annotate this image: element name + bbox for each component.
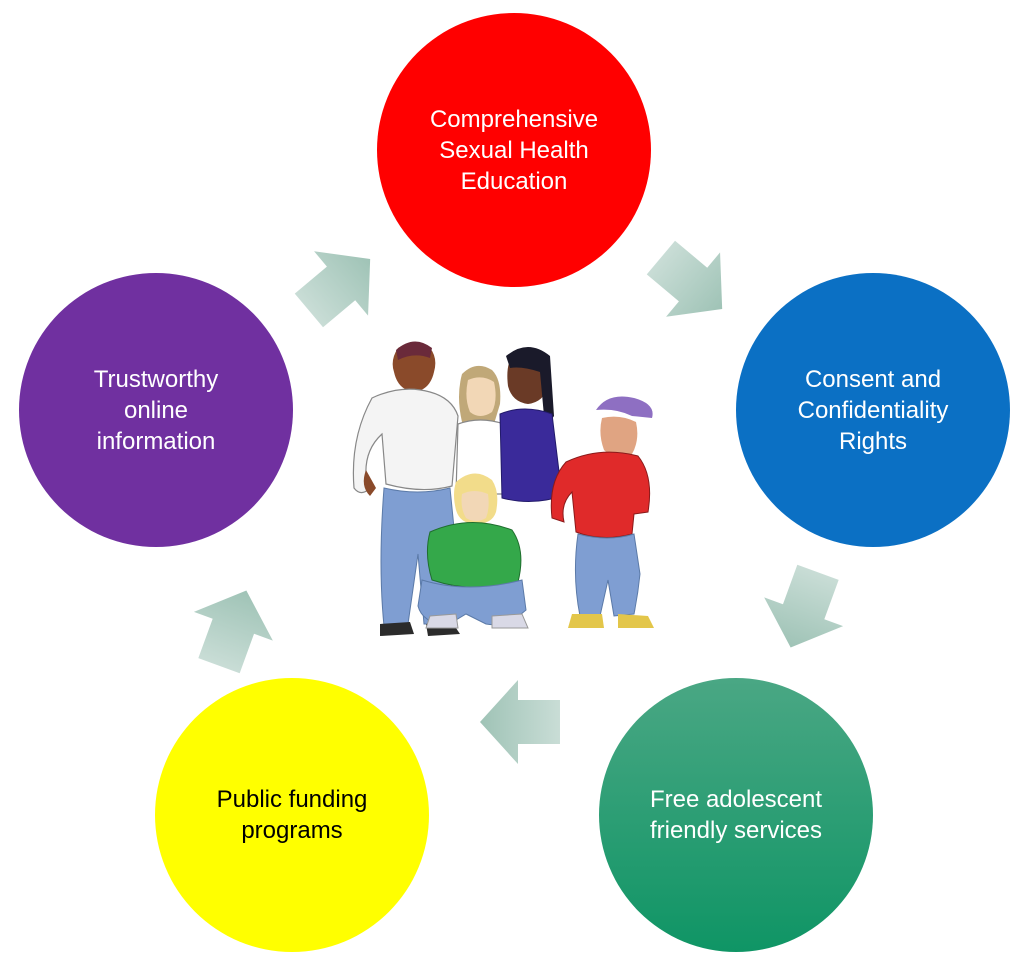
cycle-arrow-funding-to-online [193,590,273,674]
cycle-nodes [19,13,1010,952]
cycle-arrows [193,240,844,764]
node-circle-consent [736,273,1010,547]
teen-figure-right-cap [550,396,654,628]
node-circle-funding [155,678,429,952]
cycle-arrow-online-to-education [294,251,371,328]
cycle-arrow-consent-to-services [764,564,844,648]
node-circle-education [377,13,651,287]
teen-figure-left [352,341,460,636]
teen-figure-right-standing [499,347,563,502]
cycle-arrow-education-to-consent [646,240,723,317]
cycle-arrow-services-to-funding [480,680,560,764]
node-circle-services [599,678,873,952]
teen-figure-front-crouching [417,473,529,629]
group-of-teenagers-illustration [350,340,678,646]
node-circle-online [19,273,293,547]
